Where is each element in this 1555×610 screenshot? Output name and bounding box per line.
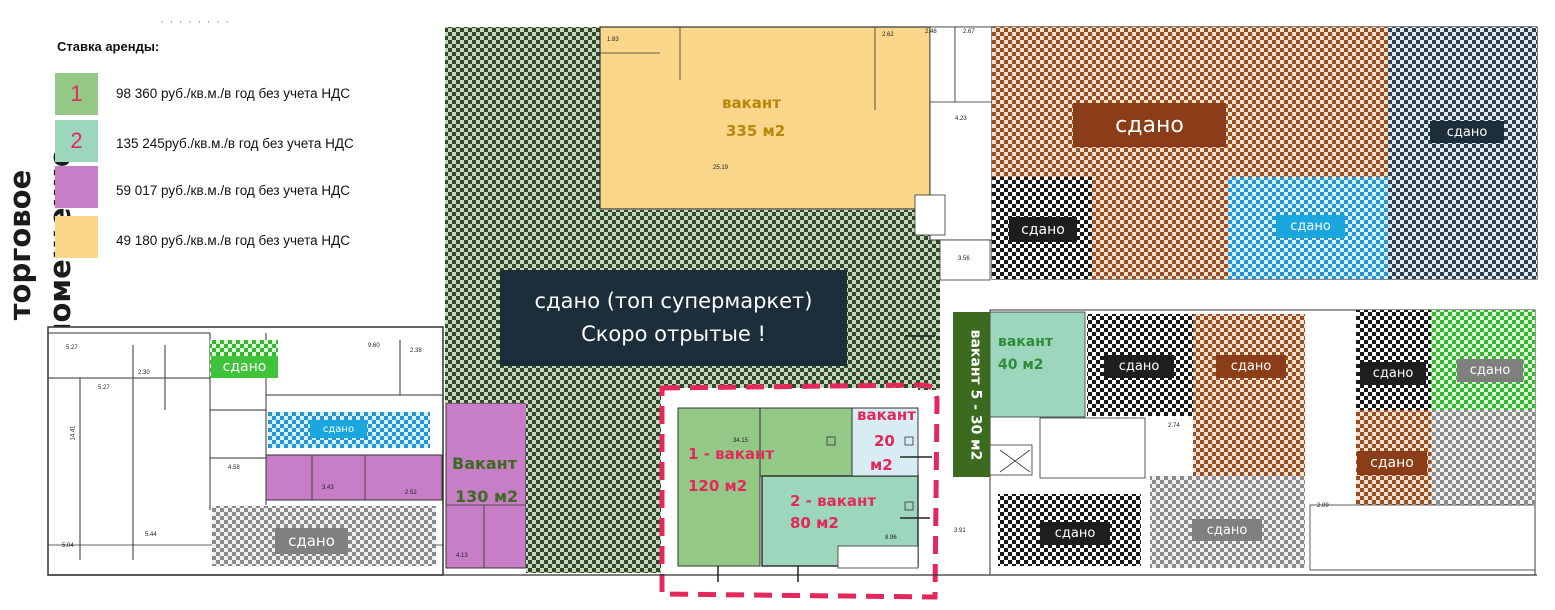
dimension-label: 4.13 <box>456 553 468 559</box>
vacant-40-area-label: 40 м2 <box>998 357 1044 373</box>
legend-title: Ставка аренды: <box>57 39 160 54</box>
dimension-label: 5.27 <box>98 385 110 391</box>
vacant-2-name: 2 - вакант <box>790 492 877 510</box>
dimension-label: 25.19 <box>713 165 729 171</box>
vacant-20-area-label: 20 <box>874 432 895 450</box>
rented-label-gray: сдано <box>1192 519 1262 541</box>
legend-swatch-4 <box>55 216 98 258</box>
rented-label-blue: сдано <box>1276 215 1345 238</box>
vacant-2-area-label: 80 м2 <box>790 514 839 532</box>
vacant-5-30-label: вакант 5 - 30 м2 <box>967 329 984 461</box>
rented-label-black: сдано <box>1040 522 1110 545</box>
legend-swatch-2: 2 <box>55 120 98 162</box>
dimension-label: 2.74 <box>1168 423 1180 429</box>
supermarket-label: сдано (топ супермаркет) Скоро отрытые ! <box>500 270 847 366</box>
rented-label-gray: сдано <box>275 528 348 554</box>
rented-label-green: сдано <box>211 356 278 378</box>
rented-label-gray: сдано <box>1457 359 1523 382</box>
dimension-label: 2.67 <box>963 29 975 35</box>
dimension-label: 4.23 <box>955 116 967 122</box>
dimension-label: 14.41 <box>70 425 77 441</box>
rented-label-black: сдано <box>1104 355 1174 378</box>
vacant-1-area-b <box>759 407 853 477</box>
dimension-label: 2.62 <box>882 32 894 38</box>
vacant-335-name: вакант <box>722 94 781 112</box>
supermarket-label-line2: Скоро отрытые ! <box>581 322 766 346</box>
rented-label-black: сдано <box>1009 217 1077 242</box>
legend-text-1: 98 360 руб./кв.м./в год без учета НДС <box>116 86 351 101</box>
vacant-20-name: вакант <box>857 406 916 424</box>
dimension-label: 1.83 <box>607 37 619 43</box>
dimension-label: 2.52 <box>405 490 417 496</box>
dimension-label: 2.30 <box>138 370 150 376</box>
dimension-label: 5.04 <box>62 543 74 549</box>
vacant-335-area-label: 335 м2 <box>726 122 786 140</box>
legend-swatch-1: 1 <box>55 73 98 115</box>
vacant-zone-dashed-outline <box>659 382 940 600</box>
dimension-label: 5.44 <box>145 532 157 538</box>
rented-label-brown: сдано <box>1216 355 1286 378</box>
dimension-label: 3.43 <box>322 485 334 491</box>
dimension-label: 3.91 <box>954 528 966 534</box>
vacant-40-area <box>989 311 1086 418</box>
rented-label-brown-large: сдано <box>1073 103 1226 147</box>
dimension-label: 34.15 <box>733 438 749 444</box>
vacant-130-name: Вакант <box>452 454 517 473</box>
dimension-label: 2.38 <box>410 348 422 354</box>
dimension-label: 2.48 <box>925 29 937 35</box>
legend-text-3: 59 017 руб./кв.м./в год без учета НДС <box>116 183 351 198</box>
vacant-20-unit-label: м2 <box>870 456 893 474</box>
purple-unit-row <box>265 454 443 501</box>
dimension-label: 9.60 <box>368 343 380 349</box>
dimension-label: 2.09 <box>1317 503 1329 509</box>
dimension-label: 3.56 <box>958 256 970 262</box>
vacant-1-area-a <box>677 407 761 567</box>
legend-swatch-3 <box>55 166 98 208</box>
decorative-dots: · · · · · · · · <box>160 14 231 28</box>
vacant-1-name: 1 - вакант <box>688 445 775 463</box>
vacant-20-area <box>851 407 919 477</box>
dimension-label: 8.96 <box>885 535 897 541</box>
legend-text-4: 49 180 руб./кв.м./в год без учета НДС <box>116 233 351 248</box>
supermarket-label-line1: сдано (топ супермаркет) <box>534 289 813 313</box>
rented-label-black: сдано <box>1360 362 1426 385</box>
dimension-label: 4.58 <box>228 465 240 471</box>
vacant-40-name: вакант <box>998 334 1054 350</box>
vacant-335-area <box>599 26 931 210</box>
vacant-130-area-label: 130 м2 <box>455 487 519 506</box>
legend-text-2: 135 245руб./кв.м./в год без учета НДС <box>116 136 354 151</box>
vacant-1-area-label: 120 м2 <box>688 477 748 495</box>
rented-label-brown: сдано <box>1357 451 1427 475</box>
vacant-5-30-area <box>953 312 990 477</box>
dimension-label: 5.27 <box>66 345 78 351</box>
rented-label-navy: сдано <box>1430 121 1504 143</box>
rented-label-blue-small: сдано <box>310 420 367 438</box>
